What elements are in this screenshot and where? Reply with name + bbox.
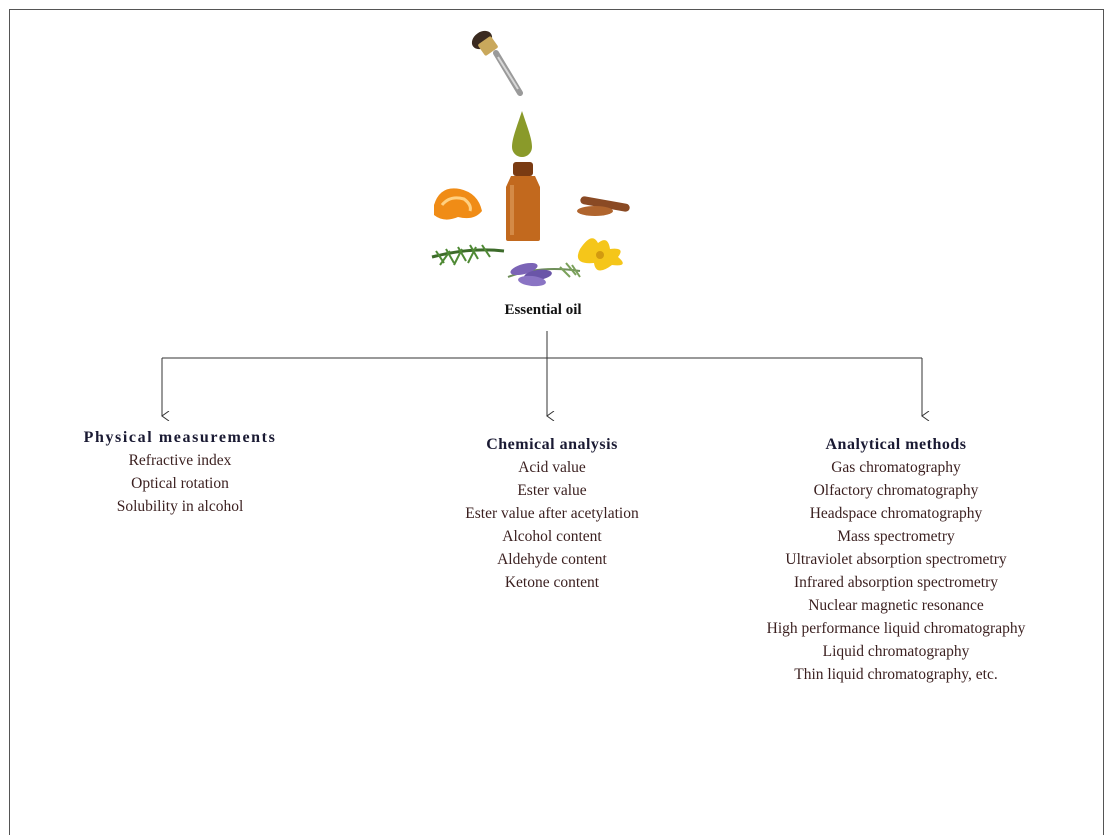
branch-item: Ultraviolet absorption spectrometry (785, 551, 1007, 568)
branch-item: Ester value (517, 482, 587, 499)
branch-item: Headspace chromatography (809, 505, 983, 522)
branch-item: Nuclear magnetic resonance (808, 597, 984, 614)
branch-item: High performance liquid chromatography (766, 620, 1026, 637)
branch-chemical-analysis: Chemical analysis Acid value Ester value… (412, 433, 692, 594)
branch-item: Mass spectrometry (837, 528, 955, 545)
branch-item: Solubility in alcohol (116, 498, 244, 515)
branch-heading: Chemical analysis (486, 436, 618, 453)
branch-item: Refractive index (128, 452, 232, 469)
oil-drop-icon (512, 111, 532, 157)
branch-item: Optical rotation (131, 475, 229, 492)
branch-item: Ester value after acetylation (465, 505, 639, 522)
ylang-flower-icon (577, 238, 623, 271)
branch-item: Thin liquid chromatography, etc. (794, 666, 998, 683)
branch-item: Olfactory chromatography (813, 482, 979, 499)
branch-item: Gas chromatography (831, 459, 961, 476)
branch-item: Liquid chromatography (822, 643, 970, 660)
rosemary-icon (431, 244, 505, 266)
lavender-icon (507, 262, 581, 287)
branch-analytical-methods: Analytical methods Gas chromatography Ol… (716, 433, 1076, 686)
dropper-icon (471, 30, 523, 96)
root-label: Essential oil (504, 302, 582, 318)
branch-item: Alcohol content (502, 528, 602, 545)
branch-heading: Analytical methods (825, 436, 967, 453)
oil-bottle-icon (506, 162, 540, 241)
branch-item: Ketone content (504, 574, 600, 591)
cinnamon-icon (577, 196, 630, 216)
branch-item: Aldehyde content (497, 551, 607, 568)
orange-peel-icon (434, 188, 482, 220)
essential-oil-illustration (431, 30, 630, 287)
branch-item: Acid value (518, 459, 586, 476)
branch-heading: Physical measurements (83, 429, 277, 446)
branch-physical-measurements: Physical measurements Refractive index O… (40, 426, 320, 518)
branch-item: Infrared absorption spectrometry (793, 574, 998, 591)
